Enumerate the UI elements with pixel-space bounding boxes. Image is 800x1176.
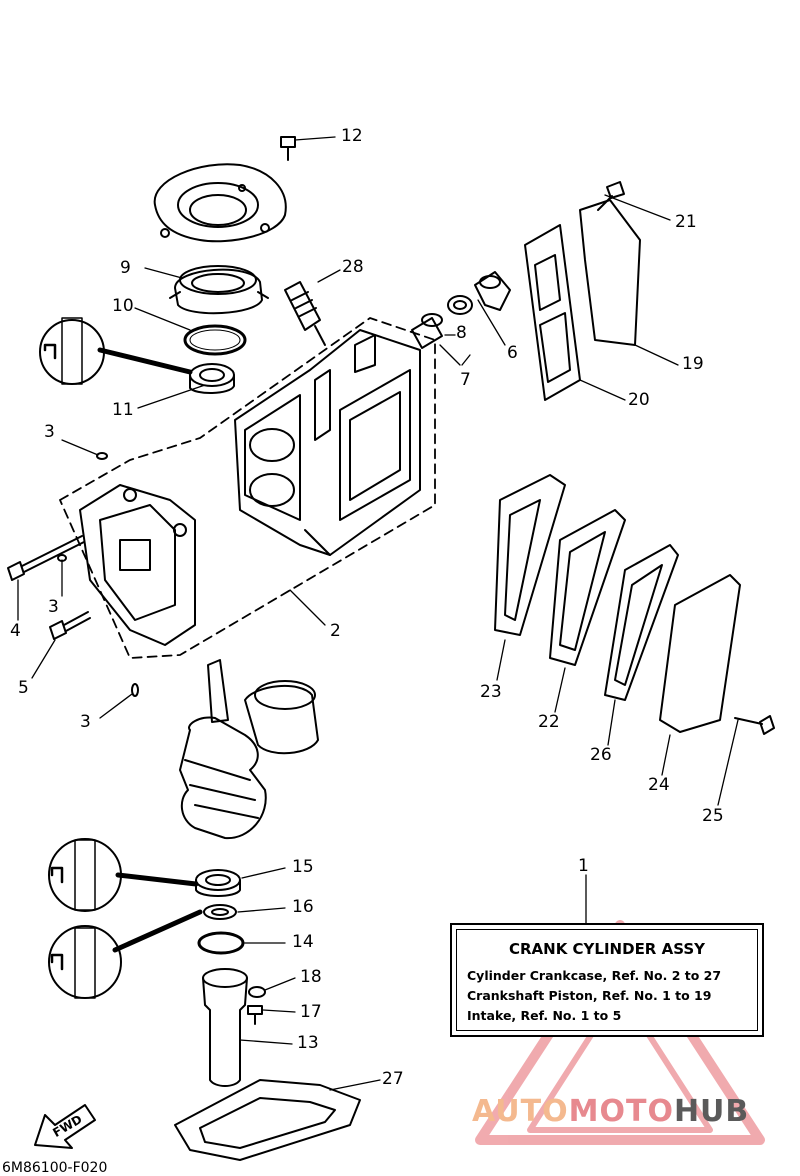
diagram-code: 6M86100-F020: [2, 1160, 108, 1176]
callout-25: 25: [702, 806, 724, 826]
callout-14: 14: [292, 932, 314, 952]
callout-1: 1: [578, 856, 589, 876]
seal-detail-circle-mid: [48, 838, 199, 912]
part-25-bolt: [734, 715, 775, 735]
fwd-arrow-icon: [34, 1104, 96, 1149]
part-3-dowel: [131, 683, 139, 697]
callout-7: 7: [460, 370, 471, 390]
callout-22: 22: [538, 712, 560, 732]
leader-lines: [17, 136, 739, 1091]
callout-11: 11: [112, 400, 134, 420]
seal-detail-circle-low: [48, 909, 203, 999]
callout-13: 13: [297, 1033, 319, 1053]
part-27-gasket: [174, 1079, 361, 1161]
part-19-cover: [579, 199, 641, 346]
part-21-bolt: [597, 181, 625, 211]
callout-27: 27: [382, 1069, 404, 1089]
callout-16: 16: [292, 897, 314, 917]
part-3-dowel: [96, 452, 108, 460]
callout-8: 8: [456, 323, 467, 343]
assembly-title: CRANK CYLINDER ASSY: [508, 940, 705, 958]
watermark-text: AUTOMOTOHUB: [472, 1094, 749, 1129]
part-4-long-bolt: [7, 535, 85, 581]
part-6-reed: [474, 271, 511, 311]
part-crankcase: [79, 484, 196, 646]
callout-26: 26: [590, 745, 612, 765]
callout-24: 24: [648, 775, 670, 795]
callout-2: 2: [330, 621, 341, 641]
part-10-o-ring: [183, 324, 247, 356]
part-9-housing: [169, 265, 269, 315]
callout-17: 17: [300, 1002, 322, 1022]
callout-23: 23: [480, 682, 502, 702]
assembly-dashed-outline: [59, 317, 436, 659]
watermark-part-1: AUTO: [472, 1094, 569, 1129]
part-8-cap: [447, 295, 473, 315]
part-17-bolt: [247, 1005, 263, 1025]
part-26-gasket: [604, 544, 679, 701]
callout-3-top: 3: [44, 422, 55, 442]
callout-19: 19: [682, 354, 704, 374]
part-crankshaft: [179, 659, 319, 840]
assembly-line-2: Crankshaft Piston, Ref. No. 1 to 19: [467, 988, 712, 1003]
assembly-line-1: Cylinder Crankcase, Ref. No. 2 to 27: [467, 968, 722, 983]
callout-20: 20: [628, 390, 650, 410]
assembly-info-inner: CRANK CYLINDER ASSY Cylinder Crankcase, …: [456, 929, 758, 1031]
callout-3-low: 3: [80, 712, 91, 732]
part-22-reed-plate: [549, 509, 626, 666]
seal-detail-circle-top: [39, 317, 193, 385]
callout-4: 4: [10, 621, 21, 641]
assembly-info-box: CRANK CYLINDER ASSY Cylinder Crankcase, …: [450, 923, 764, 1037]
part-28-spark-plug: [284, 281, 326, 346]
watermark-part-2: MOTO: [568, 1094, 674, 1129]
part-20-gasket: [524, 224, 581, 401]
part-16-seal: [203, 904, 237, 920]
part-13-sleeve: [202, 968, 248, 1087]
part-23-gasket: [494, 474, 566, 636]
part-18-washer: [248, 986, 266, 998]
part-14-o-ring: [197, 931, 245, 955]
callout-10: 10: [112, 296, 134, 316]
callout-28: 28: [342, 257, 364, 277]
part-15-seal: [195, 869, 241, 897]
callout-21: 21: [675, 212, 697, 232]
assembly-line-3: Intake, Ref. No. 1 to 5: [467, 1008, 622, 1023]
part-12-bolt: [280, 136, 296, 161]
part-7-valve: [411, 313, 443, 349]
callout-5: 5: [18, 678, 29, 698]
callout-6: 6: [507, 343, 518, 363]
callout-12: 12: [341, 126, 363, 146]
part-2-cylinder-block: [234, 329, 421, 556]
callout-9: 9: [120, 258, 131, 278]
callout-3-mid: 3: [48, 597, 59, 617]
part-9-cover-plate: [153, 163, 287, 243]
part-24-cover: [659, 574, 741, 733]
part-5-bolt: [49, 611, 91, 640]
callout-15: 15: [292, 857, 314, 877]
watermark-part-3: HUB: [673, 1094, 750, 1129]
part-11-oil-seal: [189, 363, 235, 394]
callout-18: 18: [300, 967, 322, 987]
